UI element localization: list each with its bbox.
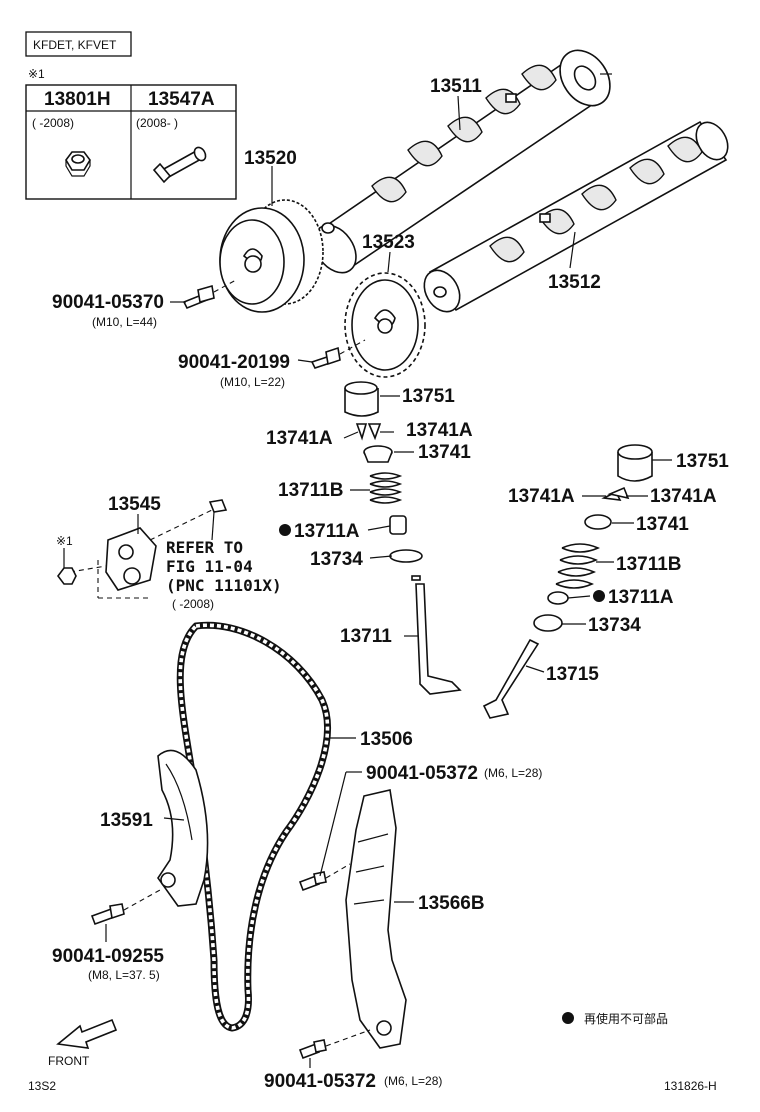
label-13751-a: 13751 <box>402 386 455 407</box>
label-13711a-b: 13711A <box>608 587 674 608</box>
chain-damper-13566b-drawing <box>345 789 407 1049</box>
refer-to-years: ( -2008) <box>172 597 214 611</box>
engine-label: KFDET, KFVET <box>33 38 117 52</box>
bolt-90041-20199-drawing <box>310 339 366 369</box>
label-13511: 13511 <box>430 76 482 97</box>
label-13591: 13591 <box>100 810 153 831</box>
flange-bolt-icon <box>152 146 207 184</box>
label-13741-a: 13741 <box>418 442 471 463</box>
camshaft-13511-drawing <box>313 49 612 274</box>
label-13741-b: 13741 <box>636 514 689 535</box>
bolt-90041-05372-lower-drawing <box>298 1029 371 1060</box>
label-13711b-b: 13711B <box>616 554 682 575</box>
bolt-90041-05372-upper-drawing <box>298 863 351 892</box>
label-13711a-a: 13711A <box>294 521 360 542</box>
label-tensioner-note-mark: ※1 <box>56 534 73 548</box>
note-table-part-13547a: 13547A <box>148 89 215 110</box>
label-90041-05370-spec: (M10, L=44) <box>92 315 157 329</box>
label-13751-b: 13751 <box>676 451 729 472</box>
camshaft-13512-drawing <box>423 120 729 313</box>
note-table-years-13801h: ( -2008) <box>32 116 74 130</box>
label-90041-05372-lower: 90041-05372 <box>264 1071 376 1092</box>
label-90041-09255-spec: (M8, L=37. 5) <box>88 968 160 982</box>
label-13715: 13715 <box>546 664 599 685</box>
bolt-90041-09255-drawing <box>90 889 161 926</box>
note-mark: ※1 <box>28 67 45 81</box>
label-13545: 13545 <box>108 494 161 515</box>
label-90041-20199-spec: (M10, L=22) <box>220 375 285 389</box>
cam-sprocket-13523-drawing <box>344 272 426 378</box>
cam-timing-gear-13520-drawing <box>219 199 324 313</box>
label-13506: 13506 <box>360 729 413 750</box>
label-13741a-a-left: 13741A <box>266 428 333 449</box>
label-90041-05372-lower-spec: (M6, L=28) <box>384 1074 442 1088</box>
legend-non-reusable: 再使用不可部品 <box>584 1011 668 1026</box>
front-label: FRONT <box>48 1054 90 1068</box>
label-13711b-a: 13711B <box>278 480 344 501</box>
label-13523: 13523 <box>362 232 415 253</box>
label-90041-05372-upper-spec: (M6, L=28) <box>484 766 542 780</box>
label-90041-09255: 90041-09255 <box>52 946 164 967</box>
valve-train-a-drawing <box>344 381 462 695</box>
label-13734-b: 13734 <box>588 615 641 636</box>
engine-label-box <box>25 31 132 57</box>
label-13741a-b-left: 13741A <box>508 486 575 507</box>
label-90041-05370: 90041-05370 <box>52 292 164 313</box>
footer-code-left: 13S2 <box>28 1079 56 1093</box>
refer-to-line3: (PNC 11101X) <box>166 576 282 595</box>
label-13741a-a-right: 13741A <box>406 420 473 441</box>
label-90041-05372-upper: 90041-05372 <box>366 763 478 784</box>
callout-labels: 13511 13512 13520 13523 90041-05370 (M10… <box>52 76 729 1092</box>
chain-slipper-13591-drawing <box>157 749 209 907</box>
label-13520: 13520 <box>244 148 297 169</box>
non-reusable-dot-b <box>593 590 605 602</box>
figure-id: 131826-H <box>664 1079 717 1093</box>
legend-dot <box>562 1012 574 1024</box>
note-table-years-13547a: (2008- ) <box>136 116 178 130</box>
non-reusable-dot-a <box>279 524 291 536</box>
label-13741a-b-right: 13741A <box>650 486 717 507</box>
refer-to-line1: REFER TO <box>166 538 243 557</box>
leader-lines <box>63 95 672 1068</box>
nut-icon <box>65 151 91 177</box>
tensioner-13545-drawing <box>57 499 228 599</box>
refer-to-line2: FIG 11-04 <box>166 557 253 576</box>
label-90041-20199: 90041-20199 <box>178 352 290 373</box>
bolt-90041-05370-drawing <box>182 279 237 310</box>
label-13711: 13711 <box>340 626 392 647</box>
valve-train-b-drawing <box>482 444 653 719</box>
label-13734-a: 13734 <box>310 549 363 570</box>
note-table-part-13801h: 13801H <box>44 89 111 110</box>
note-table: 13801H 13547A ( -2008) (2008- ) <box>25 84 237 200</box>
label-13512: 13512 <box>548 272 601 293</box>
front-arrow-icon <box>56 1018 118 1049</box>
label-13566b: 13566B <box>418 893 485 914</box>
